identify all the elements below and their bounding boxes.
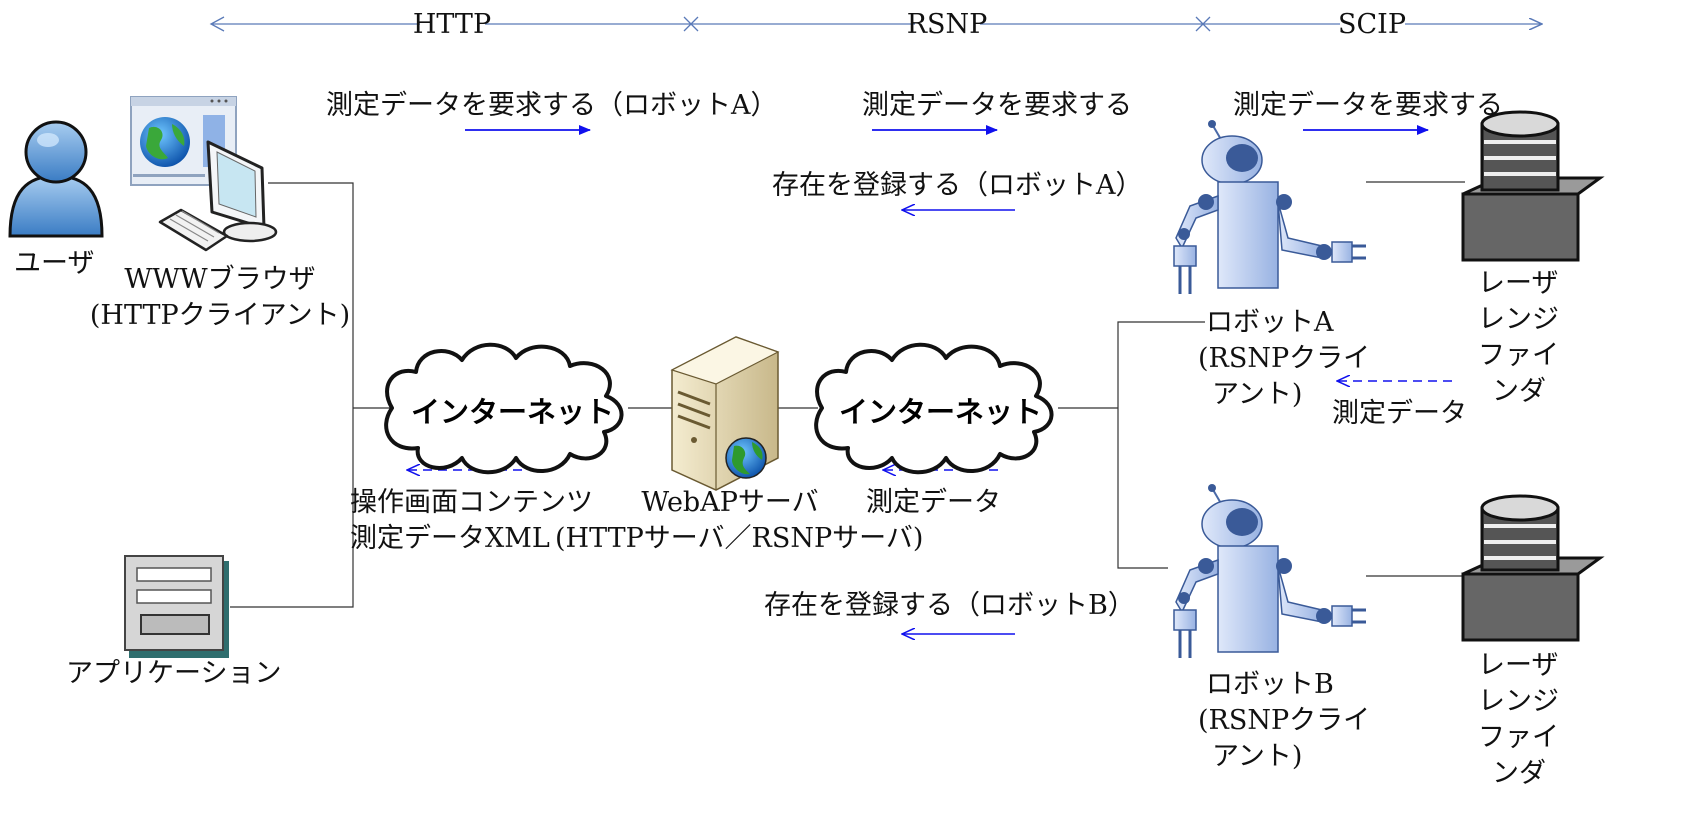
lrf-a-label-line4: ンダ: [1492, 376, 1546, 407]
user-person-icon: [8, 120, 104, 238]
robot-a-label-line2: (RSNPクライ: [1198, 343, 1371, 374]
msg-response-scip: 測定データ: [1332, 398, 1467, 429]
application-label: アプリケーション: [66, 658, 282, 689]
internet-label-left: インターネット: [411, 395, 615, 429]
laser-range-finder-icon-a: [1461, 110, 1605, 262]
robot-icon-b: [1173, 484, 1366, 658]
lrf-a-label-line1: レーザ: [1478, 268, 1559, 299]
server-label: WebAPサーバ (HTTPサーバ／RSNPサーバ): [555, 485, 924, 557]
browser-label: WWWブラウザ (HTTPクライアント): [86, 262, 354, 334]
msg-response-http-line1: 操作画面コンテンツ: [350, 487, 593, 518]
user-label: ユーザ: [14, 248, 95, 279]
msg-request-scip: 測定データを要求する: [1233, 90, 1503, 121]
lrf-b-label-line4: ンダ: [1492, 758, 1546, 789]
robot-a-label: ロボットA (RSNPクライ アント): [1198, 305, 1370, 413]
web-browser-computer-icon: [130, 96, 278, 252]
laser-range-finder-icon-b: [1461, 494, 1605, 642]
internet-cloud-right: [814, 342, 1054, 475]
robot-b-label-line3: アント): [1212, 741, 1303, 772]
msg-response-http-line2: 測定データXML: [350, 523, 550, 554]
application-window-icon: [124, 555, 229, 658]
robot-icon-a: [1173, 120, 1366, 294]
msg-request-rsnp: 測定データを要求する: [862, 90, 1132, 121]
lrf-b-label: レーザ レンジ ファイ ンダ: [1478, 648, 1559, 792]
lrf-b-label-line3: ファイ: [1478, 722, 1559, 753]
internet-cloud-left: [384, 342, 624, 475]
msg-response-http: 操作画面コンテンツ 測定データXML: [350, 485, 593, 557]
protocol-http: HTTP: [413, 9, 491, 40]
lrf-b-label-line2: レンジ: [1478, 686, 1559, 717]
msg-register-a: 存在を登録する（ロボットA）: [772, 170, 1143, 201]
lrf-b-label-line1: レーザ: [1478, 650, 1559, 681]
browser-label-line1: WWWブラウザ: [124, 264, 316, 295]
protocol-scip: SCIP: [1338, 9, 1406, 40]
msg-register-b: 存在を登録する（ロボットB）: [764, 590, 1135, 621]
robot-b-label-line1: ロボットB: [1206, 669, 1334, 700]
robot-b-label-line2: (RSNPクライ: [1198, 705, 1371, 736]
robot-b-label: ロボットB (RSNPクライ アント): [1198, 667, 1370, 775]
lrf-a-label: レーザ レンジ ファイ ンダ: [1478, 266, 1559, 410]
msg-request-http: 測定データを要求する（ロボットA）: [326, 90, 778, 121]
protocol-rsnp: RSNP: [907, 9, 988, 40]
msg-response-rsnp: 測定データ: [866, 487, 1001, 518]
lrf-a-label-line3: ファイ: [1478, 340, 1559, 371]
connection-lines: [230, 181, 1465, 608]
web-server-globe-icon: [670, 336, 780, 491]
lrf-a-label-line2: レンジ: [1478, 304, 1559, 335]
robot-a-label-line3: アント): [1212, 379, 1303, 410]
browser-label-line2: (HTTPクライアント): [89, 300, 351, 331]
protocol-band: [209, 16, 1542, 32]
server-label-line2: (HTTPサーバ／RSNPサーバ): [555, 523, 924, 554]
robot-a-label-line1: ロボットA: [1206, 307, 1334, 338]
server-label-line1: WebAPサーバ: [641, 487, 819, 518]
internet-label-right: インターネット: [839, 395, 1043, 429]
